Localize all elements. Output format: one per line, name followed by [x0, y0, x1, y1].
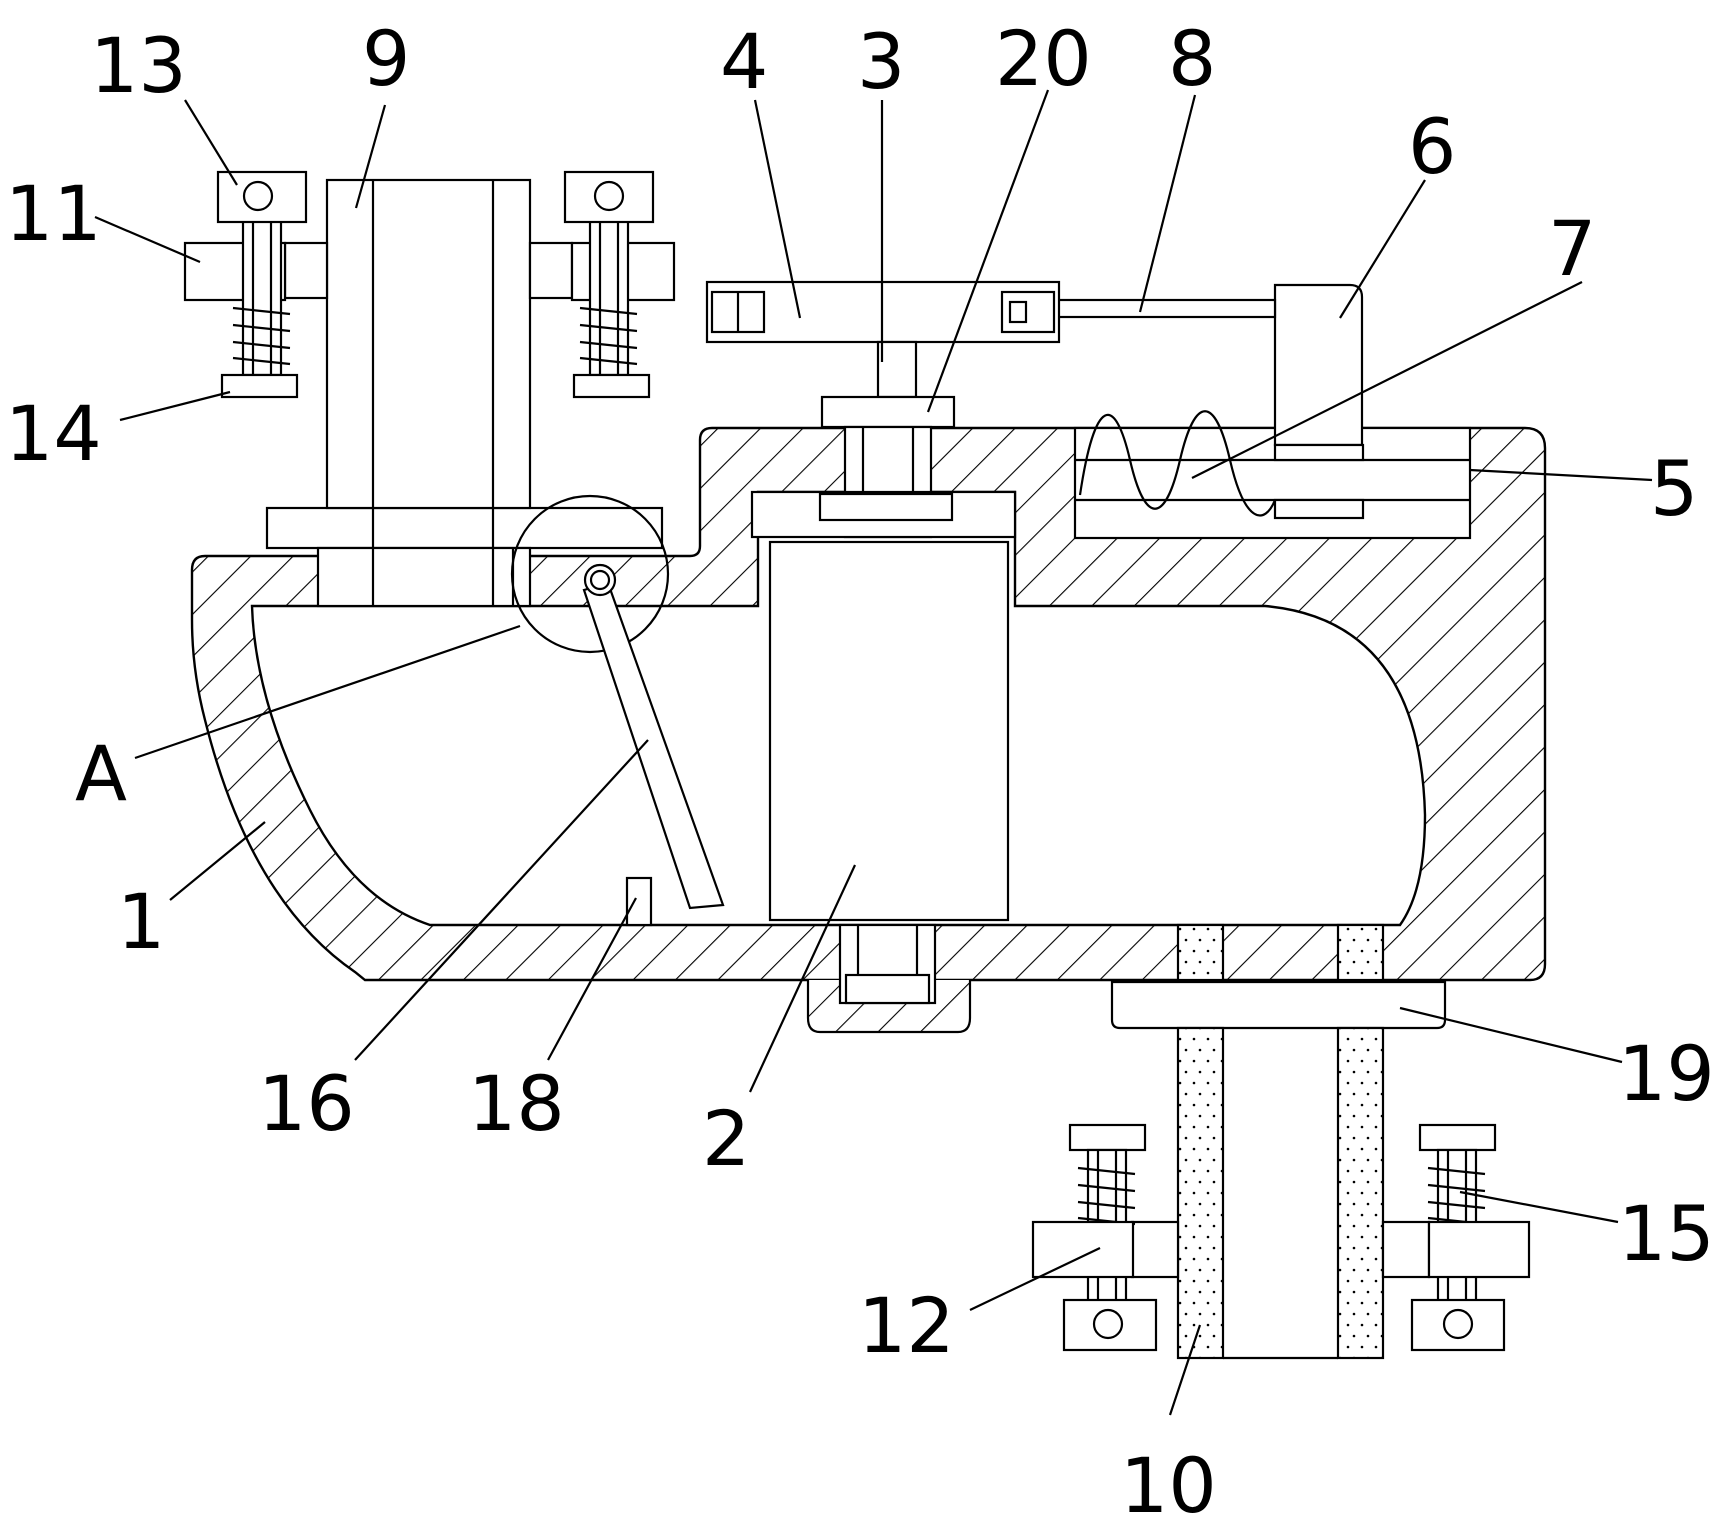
label-18: 18: [468, 1059, 565, 1148]
label-14: 14: [5, 389, 102, 478]
spring-7: [1078, 410, 1277, 517]
shaft-3: [750, 340, 1017, 539]
label-12: 12: [858, 1281, 955, 1370]
label-9: 9: [362, 14, 410, 103]
spring-chamber: [1073, 410, 1472, 540]
label-2: 2: [702, 1094, 750, 1183]
label-16: 16: [258, 1059, 355, 1148]
lever-16: [582, 563, 725, 910]
reference-labels: 13 9 11 14 4 3 20 8 6 7 5 A 1 16 18 2 19…: [5, 14, 1715, 1528]
motor-2: [768, 540, 1010, 922]
label-5: 5: [1650, 444, 1698, 533]
label-6: 6: [1408, 102, 1456, 191]
label-4: 4: [720, 17, 768, 106]
stop-18: [625, 876, 653, 927]
label-20: 20: [995, 14, 1092, 103]
clamp-left: [183, 170, 308, 399]
label-13: 13: [90, 21, 187, 110]
label-a: A: [75, 729, 127, 818]
label-7: 7: [1548, 204, 1596, 293]
detail-circle-a: [510, 494, 670, 654]
label-19: 19: [1618, 1029, 1715, 1118]
clamp-right-top: [563, 170, 676, 399]
label-15: 15: [1618, 1189, 1715, 1278]
label-11: 11: [5, 169, 102, 258]
slider-6: [1273, 283, 1365, 462]
label-10: 10: [1120, 1441, 1217, 1528]
motor-base: [838, 923, 937, 1005]
label-8: 8: [1168, 14, 1216, 103]
tube-10: [1110, 923, 1447, 1360]
leader-lines: [94, 89, 1653, 1416]
label-3: 3: [857, 17, 905, 106]
clamp-bottom-left: [1031, 1123, 1158, 1352]
clamp-bottom-right: [1410, 1123, 1531, 1352]
label-1: 1: [117, 877, 165, 966]
upright-9: [265, 178, 664, 608]
